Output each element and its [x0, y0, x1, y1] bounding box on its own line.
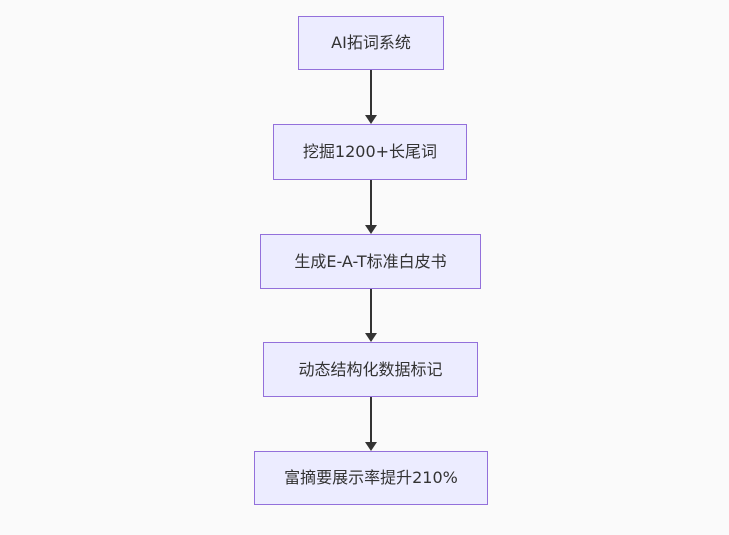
arrow-line	[370, 180, 372, 225]
flow-arrow-2	[365, 180, 377, 234]
flowchart-node-ai-word-expansion-system: AI拓词系统	[298, 16, 444, 70]
node-label: 生成E-A-T标准白皮书	[294, 251, 447, 271]
node-label: AI拓词系统	[331, 33, 411, 53]
flow-arrow-3	[365, 289, 377, 342]
flowchart-node-mine-longtail-keywords: 挖掘1200+长尾词	[273, 124, 467, 180]
flowchart-node-dynamic-structured-data-markup: 动态结构化数据标记	[263, 342, 478, 397]
node-label: 动态结构化数据标记	[298, 359, 443, 379]
arrow-down-head-icon	[365, 225, 377, 234]
arrow-line	[370, 397, 372, 442]
arrow-line	[370, 70, 372, 115]
arrow-line	[370, 289, 372, 333]
arrow-down-head-icon	[365, 442, 377, 451]
flowchart-node-generate-eat-whitepaper: 生成E-A-T标准白皮书	[260, 234, 481, 289]
node-label: 富摘要展示率提升210%	[284, 468, 458, 488]
flowchart-node-rich-snippet-rate-increase: 富摘要展示率提升210%	[254, 451, 488, 505]
arrow-down-head-icon	[365, 115, 377, 124]
node-label: 挖掘1200+长尾词	[302, 142, 438, 162]
arrow-down-head-icon	[365, 333, 377, 342]
flow-arrow-4	[365, 397, 377, 451]
flow-arrow-1	[365, 70, 377, 124]
